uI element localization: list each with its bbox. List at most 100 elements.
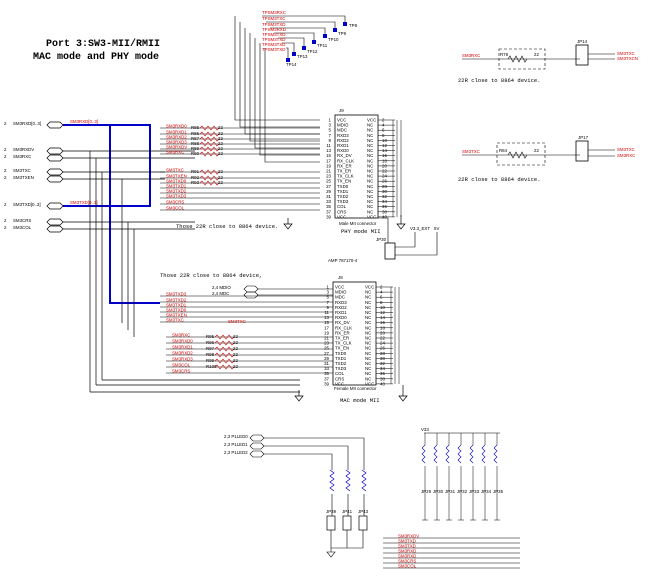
mac-close-note: Those 22R close to 8864 device, bbox=[160, 272, 262, 279]
phy-net-label: SM3CRS bbox=[166, 200, 184, 205]
phy-res-ref: R89 bbox=[191, 146, 200, 151]
strap-jumper: JP33 bbox=[469, 489, 480, 494]
top-net-label: TPSM3TXD bbox=[262, 32, 285, 37]
pin-right: VCC bbox=[367, 118, 376, 123]
left-signal-prefix: 2 bbox=[4, 225, 7, 230]
pin-right: NC bbox=[367, 138, 373, 143]
pin-right: NC bbox=[367, 143, 373, 148]
pin-left: MDC bbox=[337, 128, 347, 133]
pin-left: TX_ER bbox=[337, 169, 351, 174]
top-net-labels: TPSM3RXC TPSM3TXC TPSM3TXD TPSM3RXD TPSM… bbox=[262, 10, 286, 52]
pin-number: 25 bbox=[324, 346, 329, 351]
pin-right: NC bbox=[367, 194, 373, 199]
phy-net-label: SM3TXD3 bbox=[166, 194, 187, 199]
strap-resistor bbox=[433, 444, 438, 464]
pin-left: TXD2 bbox=[337, 194, 349, 199]
pin-right: NC bbox=[365, 376, 371, 381]
pin-right: NC bbox=[365, 346, 371, 351]
test-point-label: TP10 bbox=[328, 37, 339, 42]
strap-net: SM3RXD bbox=[398, 554, 416, 559]
phy-net-label: SM3RXD2 bbox=[166, 135, 187, 140]
left-signal-prefix: 2 bbox=[4, 218, 7, 223]
pin-right: NC bbox=[367, 148, 373, 153]
resistor bbox=[214, 340, 235, 346]
phy-res-ref: R91 bbox=[191, 169, 200, 174]
mac-res-val: 22 bbox=[233, 352, 238, 357]
pin-number: 21 bbox=[326, 169, 331, 174]
resistor bbox=[199, 125, 220, 131]
pin-right: NC bbox=[365, 366, 371, 371]
mac-res-ref: R97 bbox=[206, 346, 215, 351]
mac-res-val: 22 bbox=[233, 346, 238, 351]
pin-left: RXD2 bbox=[335, 305, 347, 310]
strap-jumper: JP31 bbox=[445, 489, 456, 494]
pin-left: TXD2 bbox=[335, 361, 347, 366]
strap-jumper: JP29 bbox=[421, 489, 432, 494]
pin-left: VCC bbox=[337, 214, 346, 219]
right-mid-net: SM3TXC bbox=[462, 149, 480, 154]
pin-right: NC bbox=[367, 209, 373, 214]
led-net: 2,3 P1LED1 bbox=[224, 442, 248, 447]
pin-number: 27 bbox=[326, 184, 331, 189]
right-mid-out2: SM3RXC bbox=[617, 153, 635, 158]
phy-net-label: SM3TXEN bbox=[166, 174, 187, 179]
top-net-label: TPSM3RXD bbox=[262, 27, 286, 32]
pin-number: 15 bbox=[324, 320, 329, 325]
strap-resistor bbox=[421, 444, 426, 464]
pin-right: NC bbox=[365, 351, 371, 356]
mac-mode-label: MAC mode MII bbox=[340, 397, 380, 404]
strap-resistor bbox=[469, 444, 474, 464]
pin-number: 9 bbox=[329, 138, 332, 143]
pin-right: NC bbox=[367, 128, 373, 133]
right-mid-out1: SM3TXC bbox=[617, 147, 635, 152]
resistor bbox=[199, 151, 220, 157]
txd-bus bbox=[63, 150, 151, 207]
port-symbol bbox=[46, 175, 64, 183]
left-wires bbox=[63, 150, 300, 393]
mac-header-ref: J8 bbox=[338, 275, 343, 280]
right-top-val: 22 bbox=[534, 52, 539, 57]
mac-net-mid: SM3TXC bbox=[228, 319, 246, 324]
left-signal-name: SM3RXD[0..3] bbox=[13, 121, 41, 126]
pin-right: NC bbox=[365, 336, 371, 341]
phy-res-ref: R86 bbox=[191, 131, 200, 136]
resistor bbox=[214, 358, 235, 364]
left-signal-prefix: 2 bbox=[4, 168, 7, 173]
pin-right: NC bbox=[367, 123, 373, 128]
pin-right: NC bbox=[367, 184, 373, 189]
mac-res-val: 22 bbox=[233, 334, 238, 339]
strap-jumper: JP34 bbox=[481, 489, 492, 494]
test-point-pad bbox=[333, 28, 337, 32]
test-point-label: TP13 bbox=[297, 54, 308, 59]
port-symbol bbox=[46, 225, 64, 233]
pin-number: 5 bbox=[329, 128, 332, 133]
phy-res-ref: R92 bbox=[191, 175, 200, 180]
pin-number: 21 bbox=[324, 336, 329, 341]
strap-net: SM3RXD bbox=[398, 549, 416, 554]
pin-left: TXD3 bbox=[335, 366, 347, 371]
bus-label-rxd: SM3RXD[0..3] bbox=[70, 119, 98, 124]
left-signal-name: SM3TXD[0..3] bbox=[13, 202, 41, 207]
port-symbol bbox=[46, 121, 64, 129]
pin-left: TXD3 bbox=[337, 199, 349, 204]
resistor bbox=[214, 346, 235, 352]
led-net: 2,3 P1LED0 bbox=[224, 434, 248, 439]
top-net-label: TPSM3TXD bbox=[262, 47, 285, 52]
pin-right: NC bbox=[365, 320, 371, 325]
phy-net-label: SM3RXDV bbox=[166, 145, 187, 150]
right-top-out1: SM3TXC bbox=[617, 51, 635, 56]
pin-number: 3 bbox=[327, 290, 330, 295]
test-point-pad bbox=[286, 58, 290, 62]
mac-res-val: 22 bbox=[233, 364, 238, 369]
resistor bbox=[214, 334, 235, 340]
strap-resistor bbox=[481, 444, 486, 464]
male-connector-label: Male MII connector bbox=[339, 221, 377, 226]
pin-number: 15 bbox=[326, 153, 331, 158]
mac-side-net: 2,4 MDC bbox=[212, 291, 229, 296]
female-connector-label: Female MII connector bbox=[334, 386, 377, 391]
pin-right: NC bbox=[367, 189, 373, 194]
pin-left: RXD3 bbox=[335, 300, 347, 305]
strap-net: SM3CRS bbox=[398, 559, 416, 564]
resistor bbox=[214, 364, 235, 370]
